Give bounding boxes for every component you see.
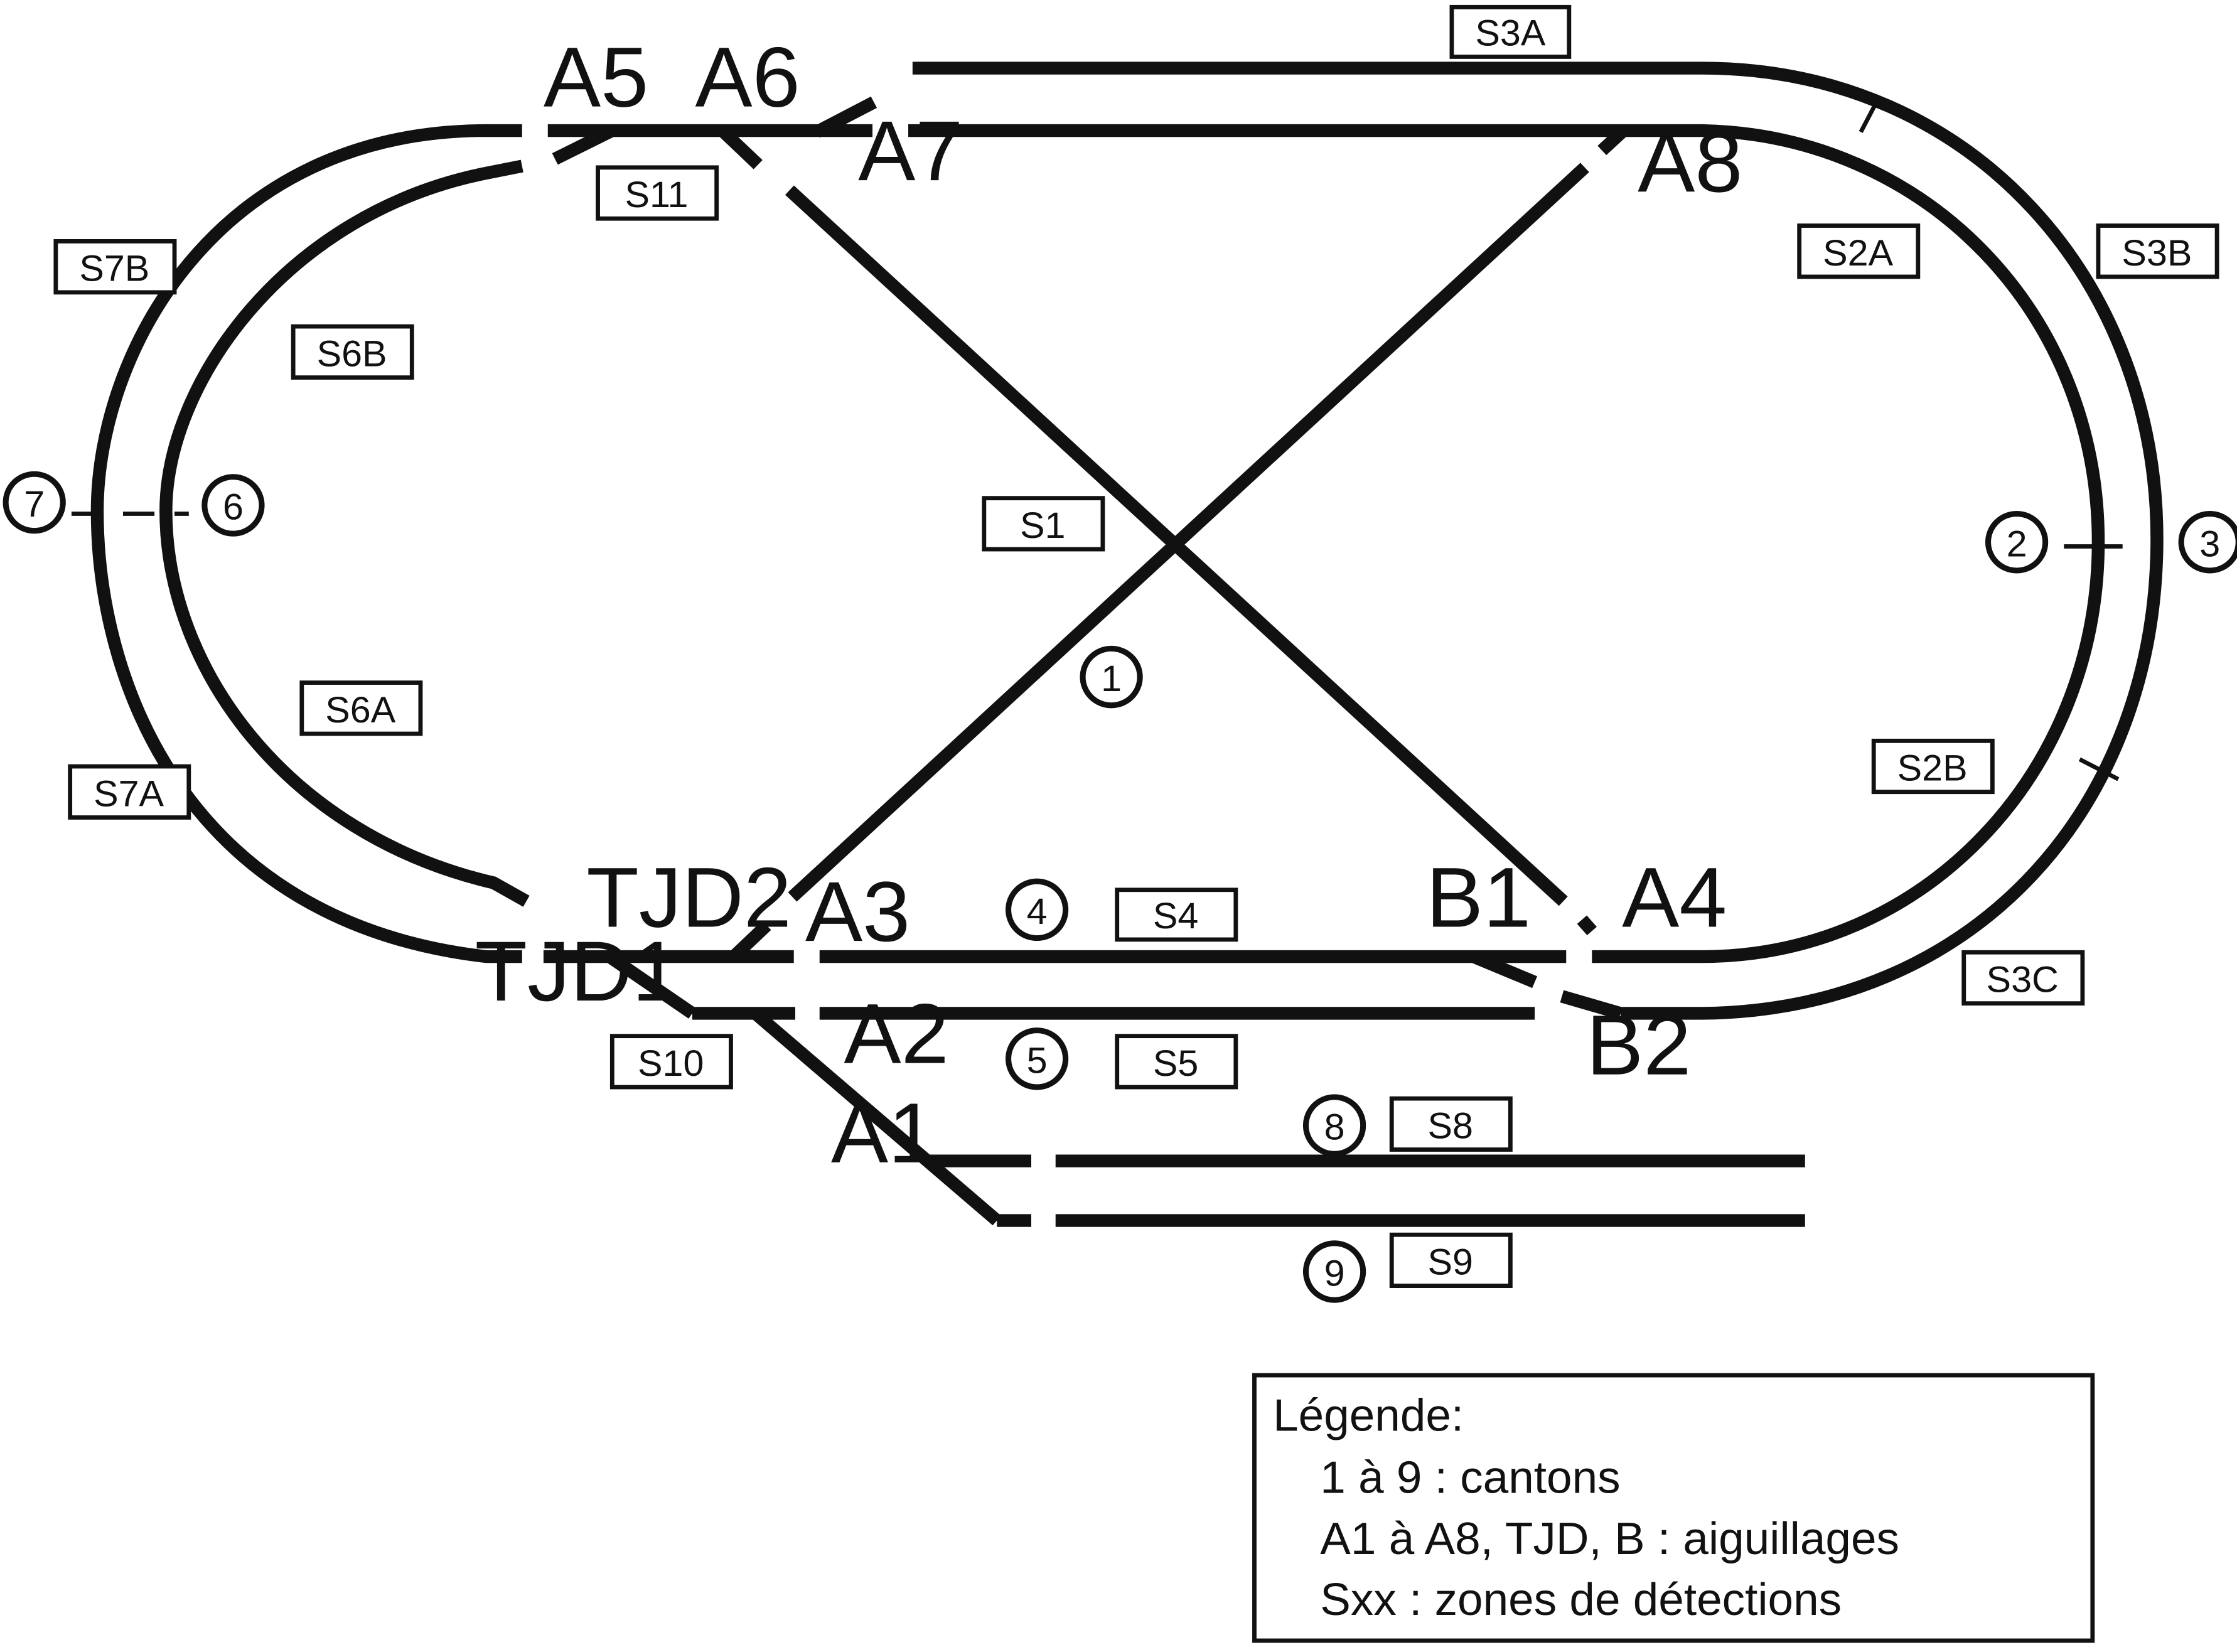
canton-3: 3 (2178, 511, 2237, 574)
separator-top-right (1859, 95, 1882, 133)
canton-9: 9 (1302, 1240, 1366, 1303)
svg-text:6: 6 (223, 486, 244, 528)
switch-label-tjd1: TJD1 (475, 924, 680, 1019)
b2-diverging (1560, 990, 1623, 1020)
legend-title: Légende: (1273, 1390, 1464, 1441)
svg-text:S2A: S2A (1823, 232, 1894, 274)
diagonal-a8-a3 (788, 163, 1589, 902)
outer-top-track (912, 62, 2164, 1020)
svg-text:S3A: S3A (1475, 13, 1546, 54)
a5-diverging (552, 124, 615, 165)
svg-text:S7B: S7B (79, 248, 149, 289)
switch-label-a5: A5 (544, 30, 648, 124)
svg-text:S11: S11 (625, 174, 688, 215)
zone-s10: S10 (609, 1034, 733, 1090)
svg-text:S3C: S3C (1987, 959, 2059, 1000)
switch-label-a7: A7 (858, 104, 963, 198)
svg-text:S9: S9 (1427, 1242, 1473, 1283)
svg-text:5: 5 (1027, 1040, 1048, 1081)
svg-text:9: 9 (1324, 1253, 1345, 1294)
tjd-diagonal (605, 951, 696, 1019)
canton-5: 5 (1005, 1027, 1069, 1090)
legend-line-zones: Sxx : zones de détections (1320, 1574, 1842, 1625)
svg-text:4: 4 (1027, 891, 1048, 932)
zone-s8: S8 (1389, 1096, 1513, 1152)
zone-s7a: S7A (68, 764, 191, 820)
a2-a1-diagonal (751, 1008, 1002, 1226)
canton-6: 6 (201, 474, 265, 537)
legend-line-switches: A1 à A8, TJD, B : aiguillages (1320, 1513, 1899, 1564)
block-separators (71, 95, 2123, 781)
svg-text:S1: S1 (1020, 505, 1065, 546)
switch-label-a3: A3 (805, 864, 910, 959)
zone-s3c: S3C (1961, 950, 2085, 1006)
canton-2: 2 (1985, 511, 2049, 574)
diagonal-a4-stub (1577, 915, 1597, 936)
canton-markers: 7 6 2 3 1 4 5 8 9 (3, 471, 2237, 1303)
svg-text:S4: S4 (1153, 895, 1198, 936)
switch-label-a6: A6 (695, 30, 800, 124)
zone-s3a: S3A (1449, 4, 1572, 59)
switch-label-a4: A4 (1622, 850, 1727, 945)
canton-4: 4 (1005, 878, 1069, 941)
svg-text:S8: S8 (1427, 1105, 1473, 1147)
legend-box (1252, 1373, 2095, 1643)
zone-s5: S5 (1115, 1034, 1238, 1090)
zone-s2b: S2B (1871, 738, 1995, 795)
outer-left-curve (90, 124, 522, 963)
zone-s1: S1 (982, 496, 1105, 552)
legend-line-cantons: 1 à 9 : cantons (1320, 1452, 1620, 1503)
switch-label-b1: B1 (1426, 850, 1531, 945)
svg-text:S3B: S3B (2122, 232, 2192, 274)
zone-s6b: S6B (291, 324, 414, 380)
zone-s6a: S6A (299, 680, 423, 736)
switch-label-a2: A2 (844, 986, 948, 1081)
canton-7: 7 (3, 471, 66, 534)
b1-diverging (1471, 950, 1538, 989)
diagonal-a6-stub (719, 127, 763, 169)
switch-labels: A5 A6 A7 A8 TJD2 A3 B1 A4 TJD1 A2 B2 A1 (475, 30, 1743, 1181)
zone-s9: S9 (1389, 1232, 1513, 1289)
separator-bottom-right (2078, 757, 2120, 781)
svg-text:S10: S10 (638, 1043, 704, 1084)
inner-left-curve (159, 159, 530, 907)
svg-text:S5: S5 (1153, 1043, 1198, 1084)
zone-s4: S4 (1115, 888, 1238, 942)
svg-text:S2B: S2B (1897, 748, 1968, 789)
svg-text:S7A: S7A (94, 773, 164, 815)
zone-s3b: S3B (2096, 223, 2219, 279)
svg-text:7: 7 (24, 483, 45, 525)
switch-label-a8: A8 (1638, 115, 1742, 210)
zone-boxes: S3A S11 S7B S6B S2A S3B S1 S6A S2B S7A S… (53, 4, 2219, 1289)
svg-text:1: 1 (1101, 658, 1122, 699)
canton-8: 8 (1302, 1094, 1366, 1157)
svg-text:S6A: S6A (325, 689, 396, 731)
switch-label-b2: B2 (1586, 997, 1691, 1092)
svg-text:2: 2 (2007, 523, 2027, 565)
zone-s7b: S7B (53, 239, 177, 295)
diagonal-a8-stub (1597, 127, 1627, 156)
canton-1: 1 (1080, 645, 1143, 709)
legend: Légende: 1 à 9 : cantons A1 à A8, TJD, B… (1252, 1373, 2095, 1643)
svg-text:8: 8 (1324, 1107, 1345, 1148)
zone-s2a: S2A (1797, 223, 1921, 279)
tracks (90, 62, 2164, 1227)
svg-text:3: 3 (2199, 523, 2220, 565)
zone-s11: S11 (596, 165, 719, 221)
svg-text:S6B: S6B (317, 333, 387, 375)
switch-label-a1: A1 (831, 1085, 936, 1180)
switch-label-tjd2: TJD2 (586, 850, 791, 945)
